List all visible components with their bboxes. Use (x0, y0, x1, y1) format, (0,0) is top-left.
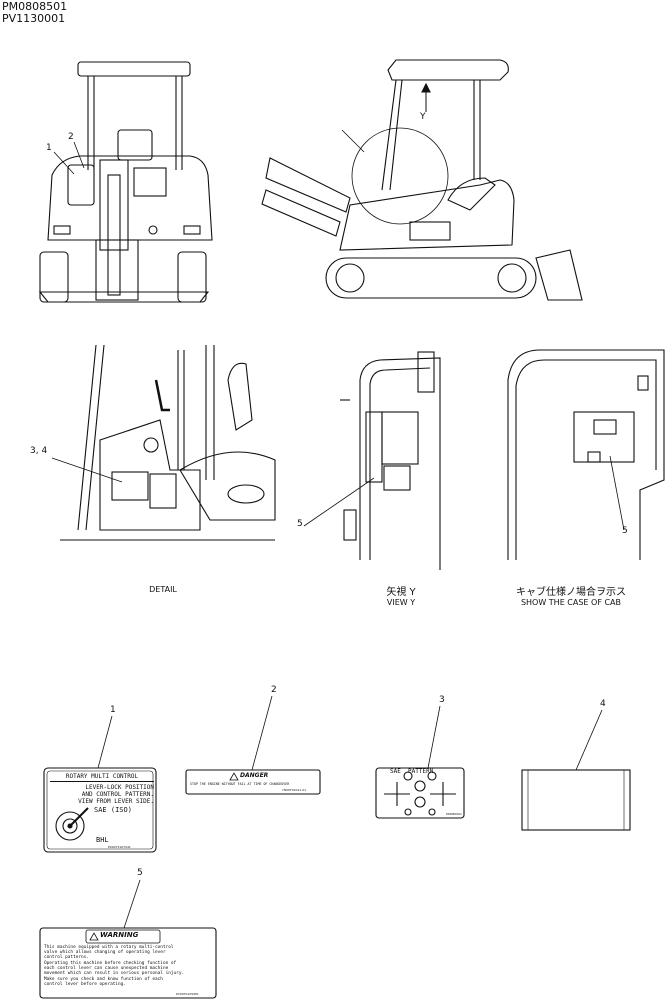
label-3-code: M0080001 (446, 812, 462, 816)
callout-5-cab: 5 (622, 526, 628, 536)
callout-3-4: 3, 4 (30, 446, 48, 456)
part-number-3: 3 (439, 695, 445, 705)
caption-view-y-jp: 矢視 Y (386, 587, 416, 598)
caption-cab-en: SHOW THE CASE OF CAB (520, 598, 622, 607)
part-number-1: 1 (110, 705, 116, 715)
label-5-p2b: each control lever can cause unexpected … (44, 966, 169, 971)
label-5-p3a: Make sure you check and know function of… (44, 977, 163, 982)
label-1-line3: VIEW FROM LEVER SIDE. (78, 798, 154, 805)
view-y (303, 351, 441, 570)
label-5-p3b: control lever before operating. (44, 982, 126, 987)
label-3-sae-pattern (375, 767, 465, 819)
label-5-p1a: This machine equipped with a rotary mult… (44, 945, 174, 950)
callout-y: Y (420, 112, 426, 122)
label-5-p2c: movement which can result in serious per… (44, 971, 185, 976)
drawing-code-1: PM0808501 (2, 0, 68, 13)
label-1-sae: SAE (ISO) (94, 806, 132, 814)
label-5-warning (39, 927, 217, 999)
callout-5-view-y: 5 (297, 519, 303, 529)
label-4-blank-plate (521, 769, 631, 831)
drawing-code-2: PV1130001 (2, 12, 66, 25)
label-2-title: DANGER (240, 772, 269, 779)
label-1-rotary-multi-control (43, 767, 157, 853)
detail-view (51, 344, 276, 541)
label-5-p1b: valve which allows changing of operating… (44, 950, 166, 955)
excavator-front-view (38, 61, 213, 303)
label-5-code: PV00T01059P1 (176, 992, 199, 996)
caption-cab-jp: キャブ仕様ノ場合ヲ示ス (516, 587, 626, 598)
caption-view-y-en: VIEW Y (386, 598, 416, 607)
label-5-p2a: Operating this machine before checking f… (44, 961, 177, 966)
label-1-line1: LEVER-LOCK POSITION (85, 784, 154, 791)
label-2-danger (185, 769, 321, 795)
excavator-side-view (261, 59, 583, 301)
label-3-title: SAE PATTERN (390, 768, 434, 775)
part-number-5: 5 (137, 868, 143, 878)
label-1-title: ROTARY MULTI CONTROL (50, 773, 154, 782)
label-1-bhl: BHL (96, 836, 109, 844)
callout-1: 1 (46, 143, 52, 153)
label-2-code: YN00T01021-01 (282, 788, 307, 792)
label-5-title: WARNING (100, 931, 139, 939)
label-1-code: P00075107041 (108, 845, 131, 849)
cab-view (507, 349, 665, 560)
caption-detail: DETAIL (149, 585, 177, 594)
part-number-4: 4 (600, 699, 606, 709)
label-1-line2: AND CONTROL PATTERN. (81, 791, 154, 798)
callout-2: 2 (68, 132, 74, 142)
label-2-text: STOP THE ENGINE WITHOUT FAIL AT TIME OF … (190, 782, 290, 786)
part-number-2: 2 (271, 685, 277, 695)
label-5-p1c: control patterns. (44, 955, 89, 960)
